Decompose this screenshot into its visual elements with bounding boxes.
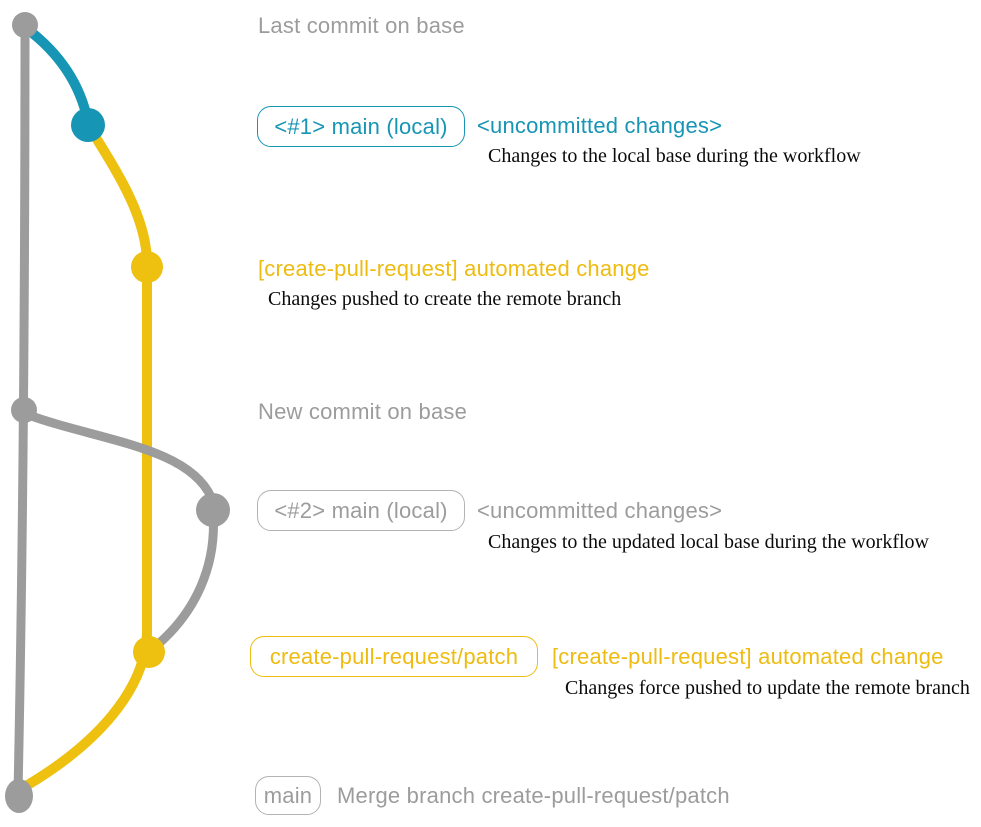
badge-main-local-2-label: <#2> main (local)	[274, 497, 448, 523]
badge-patch-branch-label: create-pull-request/patch	[269, 643, 519, 669]
commit-dot-main-local-2	[196, 493, 230, 527]
patch-branch-line	[21, 123, 152, 791]
commit-dot-main-local-1	[71, 108, 105, 142]
uncommitted-changes-note-2: <uncommitted changes>	[477, 498, 723, 523]
badge-main-label: main	[263, 782, 313, 808]
badge-main: main	[255, 776, 321, 815]
new-commit-label: New commit on base	[258, 399, 468, 424]
rebase-line	[151, 507, 218, 651]
badge-main-local-1-label: <#1> main (local)	[274, 113, 448, 139]
commit-dot-merge	[5, 779, 33, 813]
uncommitted-changes-note-1: <uncommitted changes>	[477, 113, 723, 138]
local-main-branch-line	[21, 23, 93, 127]
uncommitted-changes-detail-2: Changes to the updated local base during…	[488, 531, 929, 553]
badge-main-local-2: <#2> main (local)	[257, 490, 465, 531]
automated-change-detail-1: Changes pushed to create the remote bran…	[268, 288, 622, 310]
uncommitted-changes-detail-1: Changes to the local base during the wor…	[488, 145, 861, 167]
merge-commit-label: Merge branch create-pull-request/patch	[337, 783, 730, 808]
commit-dot-automated-change-1	[131, 251, 163, 283]
badge-patch-branch: create-pull-request/patch	[250, 636, 538, 677]
commit-dot-new-base	[11, 397, 37, 423]
commit-dot-automated-change-2	[133, 636, 165, 668]
automated-change-title-2: [create-pull-request] automated change	[552, 644, 944, 669]
last-commit-label: Last commit on base	[258, 13, 465, 38]
badge-main-local-1: <#1> main (local)	[257, 106, 465, 147]
updated-local-main-branch-line	[21, 409, 216, 502]
automated-change-detail-2: Changes force pushed to update the remot…	[565, 677, 970, 699]
commit-dot-last-base	[12, 12, 38, 38]
automated-change-title-1: [create-pull-request] automated change	[258, 256, 650, 281]
